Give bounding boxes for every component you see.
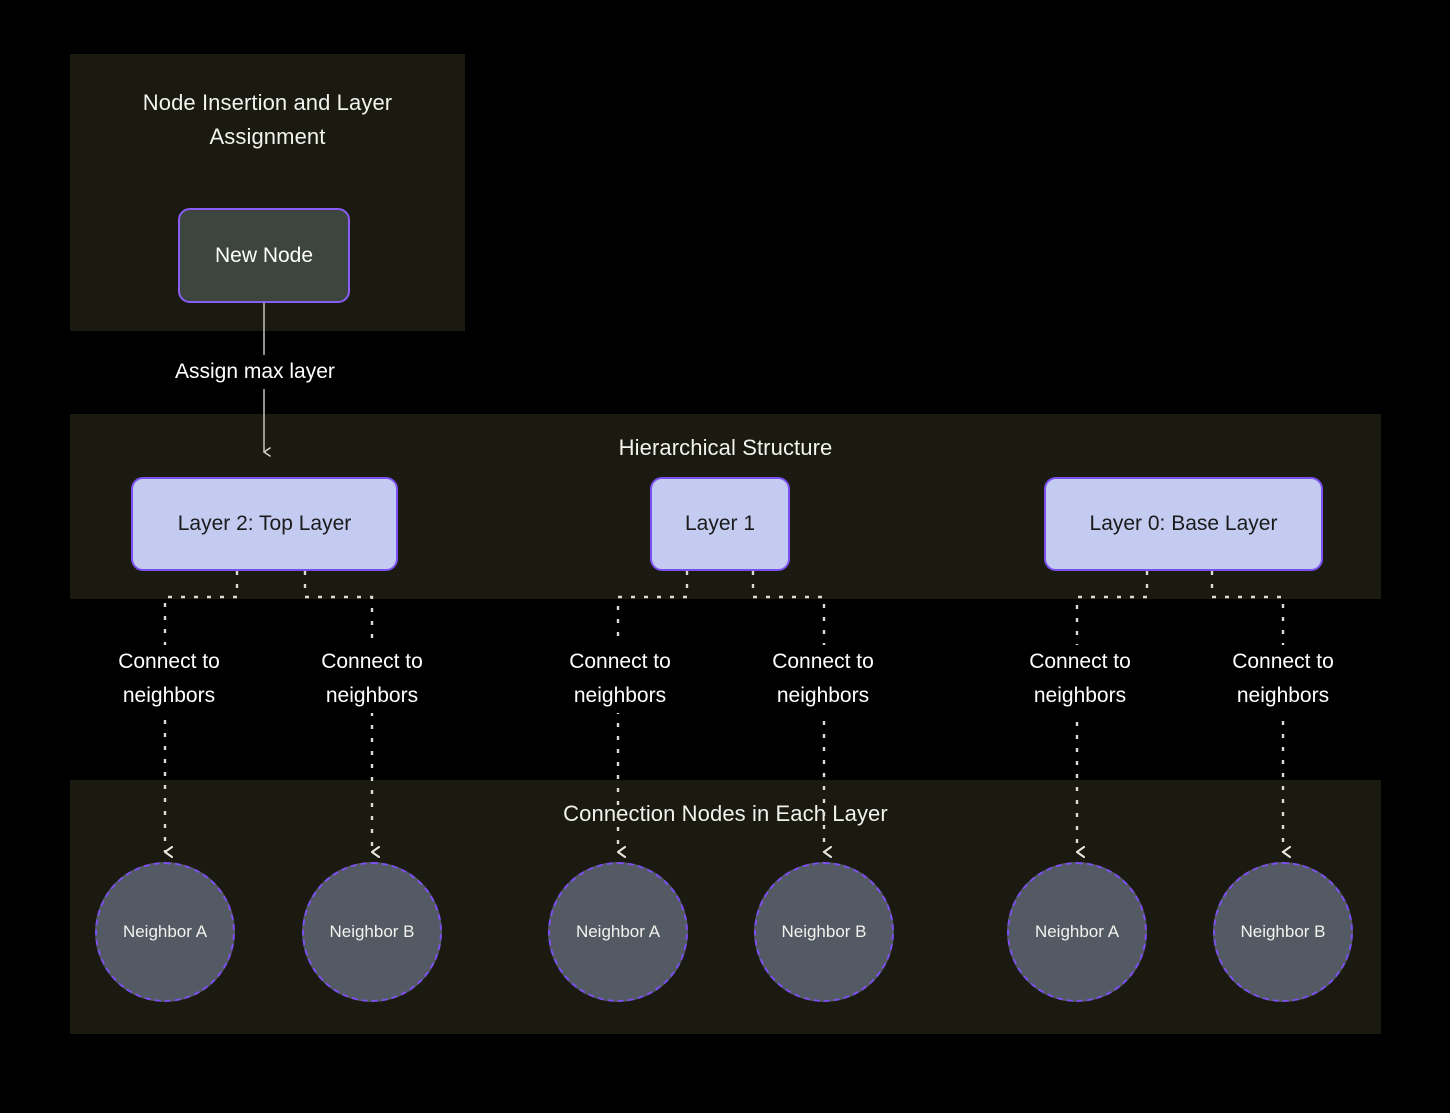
edge-label-connect-to-neighbors-6: Connect to neighbors — [1198, 645, 1368, 713]
node-layer-2-label: Layer 2: Top Layer — [177, 512, 352, 535]
node-neighbor-label: Neighbor B — [329, 922, 415, 941]
edge-label-connect-to-neighbors-3: Connect to neighbors — [535, 645, 705, 713]
panel-hierarchical-structure-title: Hierarchical Structure — [618, 435, 833, 460]
node-new-node-label: New Node — [214, 243, 314, 267]
edge-label-connect-to-neighbors-5: Connect to neighbors — [995, 645, 1165, 713]
node-neighbor-label: Neighbor B — [1240, 922, 1326, 941]
node-layer-1-label: Layer 1 — [684, 512, 756, 535]
node-neighbor-a-layer2[interactable]: Neighbor A — [95, 862, 235, 1002]
node-neighbor-b-layer0[interactable]: Neighbor B — [1213, 862, 1353, 1002]
panel-node-insertion-title: Node Insertion and Layer Assignment — [142, 90, 393, 149]
node-neighbor-a-layer1[interactable]: Neighbor A — [548, 862, 688, 1002]
node-layer-2-top-layer[interactable]: Layer 2: Top Layer — [131, 477, 398, 571]
node-neighbor-label: Neighbor A — [1034, 922, 1120, 941]
panel-connection-nodes-title: Connection Nodes in Each Layer — [563, 801, 888, 826]
node-layer-0-base-layer[interactable]: Layer 0: Base Layer — [1044, 477, 1323, 571]
node-neighbor-label: Neighbor A — [122, 922, 208, 941]
node-layer-0-label: Layer 0: Base Layer — [1089, 512, 1278, 535]
edge-label-connect-to-neighbors-1: Connect to neighbors — [84, 645, 254, 713]
node-neighbor-a-layer0[interactable]: Neighbor A — [1007, 862, 1147, 1002]
node-neighbor-label: Neighbor A — [575, 922, 661, 941]
node-neighbor-label: Neighbor B — [781, 922, 867, 941]
panel-connection-nodes: Connection Nodes in Each Layer — [70, 780, 1381, 1034]
edge-label-assign-max-layer: Assign max layer — [172, 355, 338, 389]
node-layer-1[interactable]: Layer 1 — [650, 477, 790, 571]
node-neighbor-b-layer2[interactable]: Neighbor B — [302, 862, 442, 1002]
node-new-node[interactable]: New Node — [178, 208, 350, 303]
node-neighbor-b-layer1[interactable]: Neighbor B — [754, 862, 894, 1002]
edge-label-connect-to-neighbors-4: Connect to neighbors — [738, 645, 908, 713]
edge-label-connect-to-neighbors-2: Connect to neighbors — [287, 645, 457, 713]
